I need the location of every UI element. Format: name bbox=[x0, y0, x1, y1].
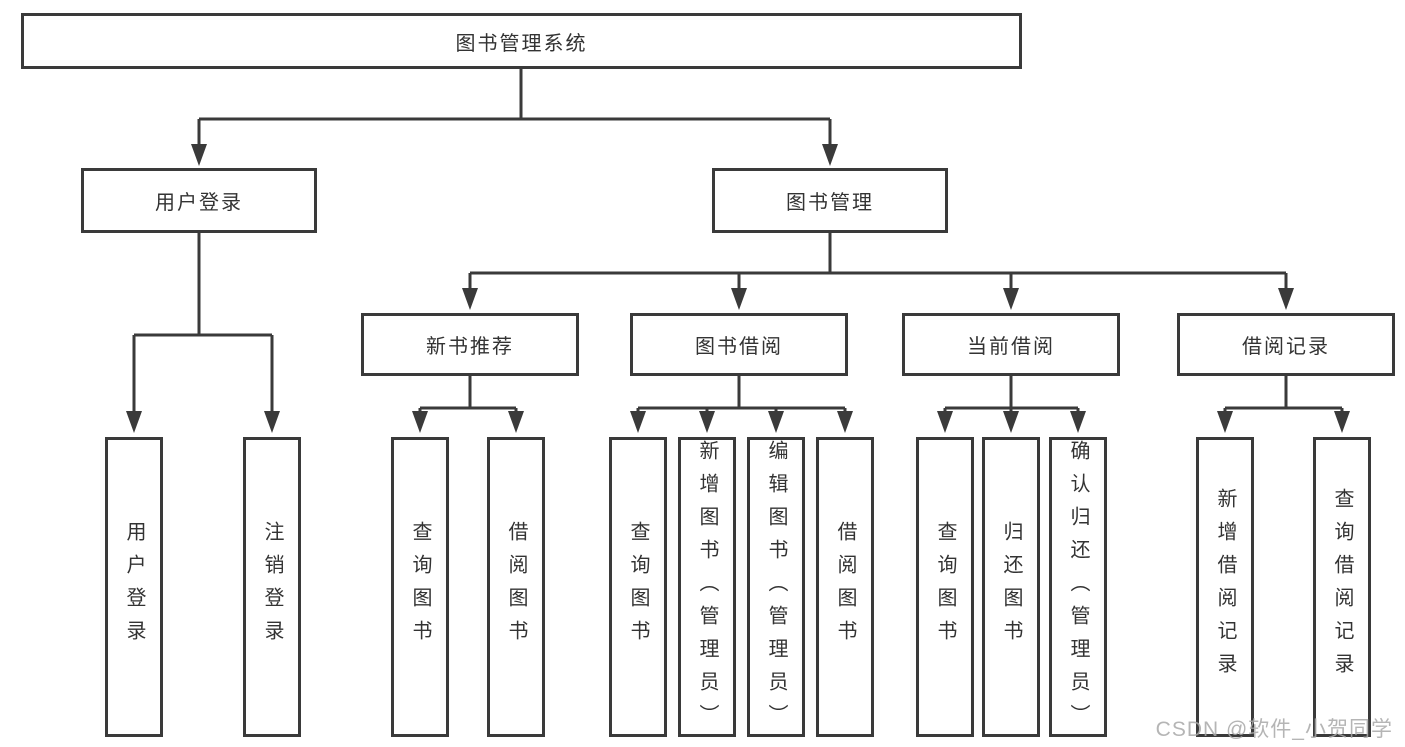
leaf-confirm-return-admin: 确认归还（管理员） bbox=[1049, 437, 1107, 737]
leaf-user-login: 用户登录 bbox=[105, 437, 163, 737]
leaf-logout: 注销登录 bbox=[243, 437, 301, 737]
node-library-management-system: 图书管理系统 bbox=[21, 13, 1022, 69]
node-current-borrowing: 当前借阅 bbox=[902, 313, 1120, 376]
node-user-login: 用户登录 bbox=[81, 168, 317, 233]
node-new-book-recommendation: 新书推荐 bbox=[361, 313, 579, 376]
node-book-borrowing: 图书借阅 bbox=[630, 313, 848, 376]
leaf-return-book: 归还图书 bbox=[982, 437, 1040, 737]
csdn-watermark: CSDN @软件_小贺同学 bbox=[1155, 718, 1393, 741]
node-book-management: 图书管理 bbox=[712, 168, 948, 233]
leaf-query-books-current: 查询图书 bbox=[916, 437, 974, 737]
connector-lines bbox=[132, 69, 1344, 413]
arrowhead-icons bbox=[126, 144, 1350, 433]
leaf-query-books-borrow: 查询图书 bbox=[609, 437, 667, 737]
leaf-borrow-books-recommend: 借阅图书 bbox=[487, 437, 545, 737]
leaf-query-borrow-record: 查询借阅记录 bbox=[1313, 437, 1371, 737]
leaf-borrow-books: 借阅图书 bbox=[816, 437, 874, 737]
leaf-edit-book-admin: 编辑图书（管理员） bbox=[747, 437, 805, 737]
leaf-add-borrow-record: 新增借阅记录 bbox=[1196, 437, 1254, 737]
node-borrowing-records: 借阅记录 bbox=[1177, 313, 1395, 376]
leaf-query-books-recommend: 查询图书 bbox=[391, 437, 449, 737]
leaf-add-book-admin: 新增图书（管理员） bbox=[678, 437, 736, 737]
